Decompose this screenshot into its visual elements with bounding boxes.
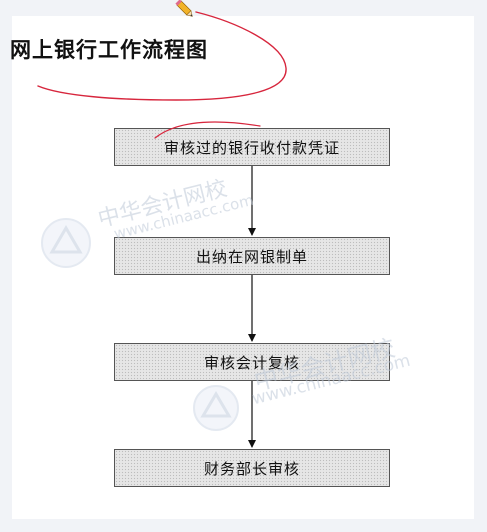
flow-step-1-label: 审核过的银行收付款凭证	[163, 138, 340, 157]
flow-step-2: 出纳在网银制单	[114, 237, 390, 275]
flow-step-3: 审核会计复核	[114, 343, 390, 381]
flow-step-2-label: 出纳在网银制单	[195, 247, 308, 266]
flow-step-3-label: 审核会计复核	[203, 353, 300, 372]
flow-step-4-label: 财务部长审核	[203, 459, 300, 478]
flow-step-4: 财务部长审核	[114, 449, 390, 487]
pencil-icon	[175, 0, 193, 17]
title-annotation-stroke	[37, 11, 287, 101]
step-annotation-stroke	[154, 121, 261, 139]
watermark-logo-icon	[41, 218, 91, 268]
watermark-logo-icon	[193, 385, 239, 431]
page-title: 网上银行工作流程图	[10, 37, 208, 62]
